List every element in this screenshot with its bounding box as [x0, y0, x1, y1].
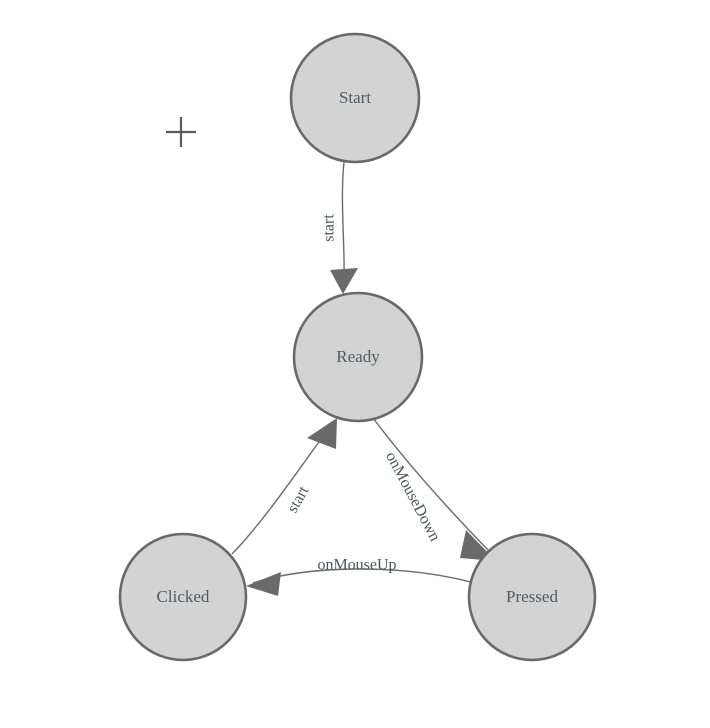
edge-start-to-ready[interactable]: start: [321, 161, 358, 294]
node-ready[interactable]: Ready: [292, 291, 424, 423]
edge-pressed-to-clicked[interactable]: onMouseUp: [246, 557, 472, 596]
node-start[interactable]: Start: [289, 32, 421, 164]
edge-line: [341, 161, 345, 279]
plus-marker-icon: [166, 117, 196, 147]
edge-clicked-to-ready[interactable]: start: [231, 418, 337, 555]
edge-line: [252, 568, 472, 584]
edge-label: onMouseDown: [382, 449, 443, 544]
arrowhead-icon: [307, 418, 337, 449]
arrowhead-icon: [330, 268, 358, 294]
edge-line: [372, 417, 490, 552]
node-shape[interactable]: [289, 32, 421, 164]
edge-line: [231, 437, 323, 555]
node-shape[interactable]: [118, 532, 248, 662]
edge-label: onMouseUp: [317, 557, 396, 574]
node-clicked[interactable]: Clicked: [118, 532, 248, 662]
node-shape[interactable]: [467, 532, 597, 662]
arrowhead-icon: [246, 572, 281, 596]
edge-label: start: [321, 214, 338, 242]
edge-label: start: [284, 483, 312, 516]
node-pressed[interactable]: Pressed: [467, 532, 597, 662]
edge-ready-to-pressed[interactable]: onMouseDown: [372, 417, 496, 561]
node-shape[interactable]: [292, 291, 424, 423]
